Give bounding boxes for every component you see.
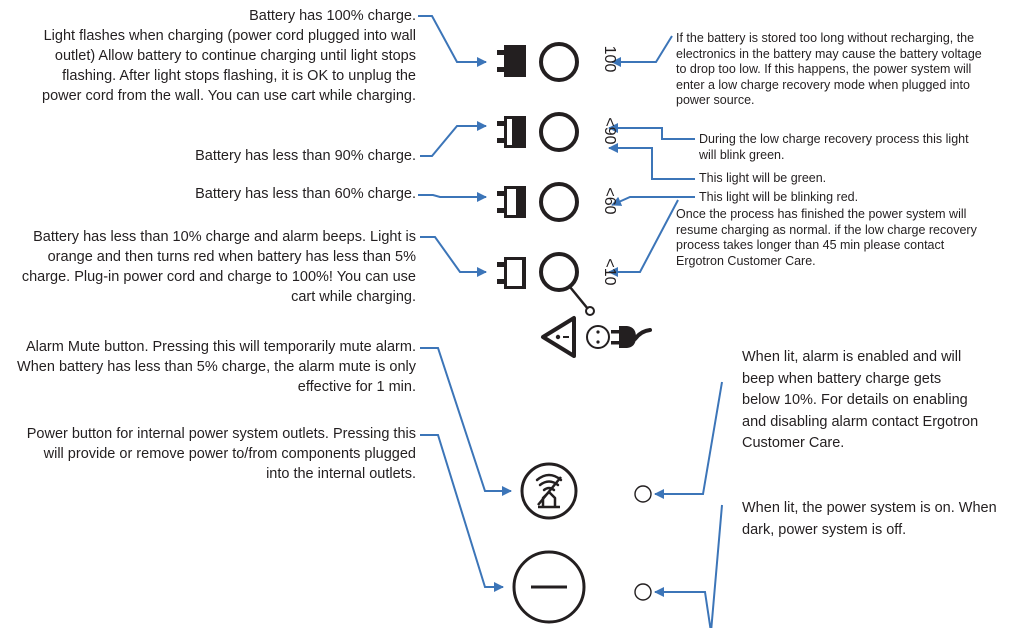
arrow-power-led [654, 504, 723, 628]
arrow-power [420, 434, 504, 592]
note-lt90: Battery has less than 90% charge. [195, 148, 416, 164]
power-led [634, 583, 652, 601]
note-blink-green: During the low charge recovery process t… [699, 132, 969, 162]
arrow-lt10 [420, 236, 487, 277]
note-green: This light will be green. [699, 171, 827, 185]
arrow-storage [611, 35, 673, 67]
charge-light-90 [539, 112, 579, 152]
battery-60-icon [497, 186, 526, 218]
level-label-100: 100 [601, 45, 618, 73]
arrow-green [608, 143, 695, 180]
arrow-blink-green [608, 123, 695, 140]
battery-90-icon [497, 116, 526, 148]
note-storage: If the battery is stored too long withou… [676, 31, 982, 108]
note-lt60: Battery has less than 60% charge. [195, 186, 416, 202]
note-alarm-mute: Alarm Mute button. Pressing this will te… [17, 339, 416, 395]
alarm-led [634, 485, 652, 503]
charge-light-60 [539, 182, 579, 222]
level-label-10: <10 [601, 258, 618, 286]
note-lt10: Battery has less than 10% charge and ala… [21, 229, 416, 305]
arrow-mute [420, 347, 512, 496]
power-plug-icon [611, 326, 652, 348]
arrow-blink-red [611, 196, 695, 206]
alarm-mute-button[interactable] [520, 462, 578, 520]
arrow-alarm-led [654, 381, 723, 499]
note-finished: Once the process has finished the power … [676, 207, 977, 268]
battery-recovery-symbol-icon [586, 325, 610, 349]
arrow-lt60 [418, 192, 487, 202]
note-alarm-led: When lit, alarm is enabled and will beep… [742, 349, 979, 451]
battery-10-icon [497, 257, 526, 289]
arrow-recovery [608, 199, 679, 277]
charge-light-10 [539, 252, 579, 292]
note-power-button: Power button for internal power system o… [26, 426, 416, 482]
note-blink-red: This light will be blinking red. [699, 190, 859, 204]
note-power-led: When lit, the power system is on. When d… [742, 500, 997, 538]
level-label-90: <90 [601, 117, 618, 145]
level-label-60: <60 [601, 187, 618, 215]
arrow-full [418, 15, 487, 67]
battery-100-icon [497, 45, 526, 77]
alarm-mute-icon [535, 473, 563, 509]
light-connector [569, 286, 595, 316]
warning-triangle-icon [541, 316, 576, 358]
note-full-charge: Battery has 100% charge. Light flashes w… [42, 8, 416, 104]
charge-light-100 [539, 42, 579, 82]
arrow-lt90 [420, 121, 487, 157]
power-button[interactable] [512, 550, 586, 624]
